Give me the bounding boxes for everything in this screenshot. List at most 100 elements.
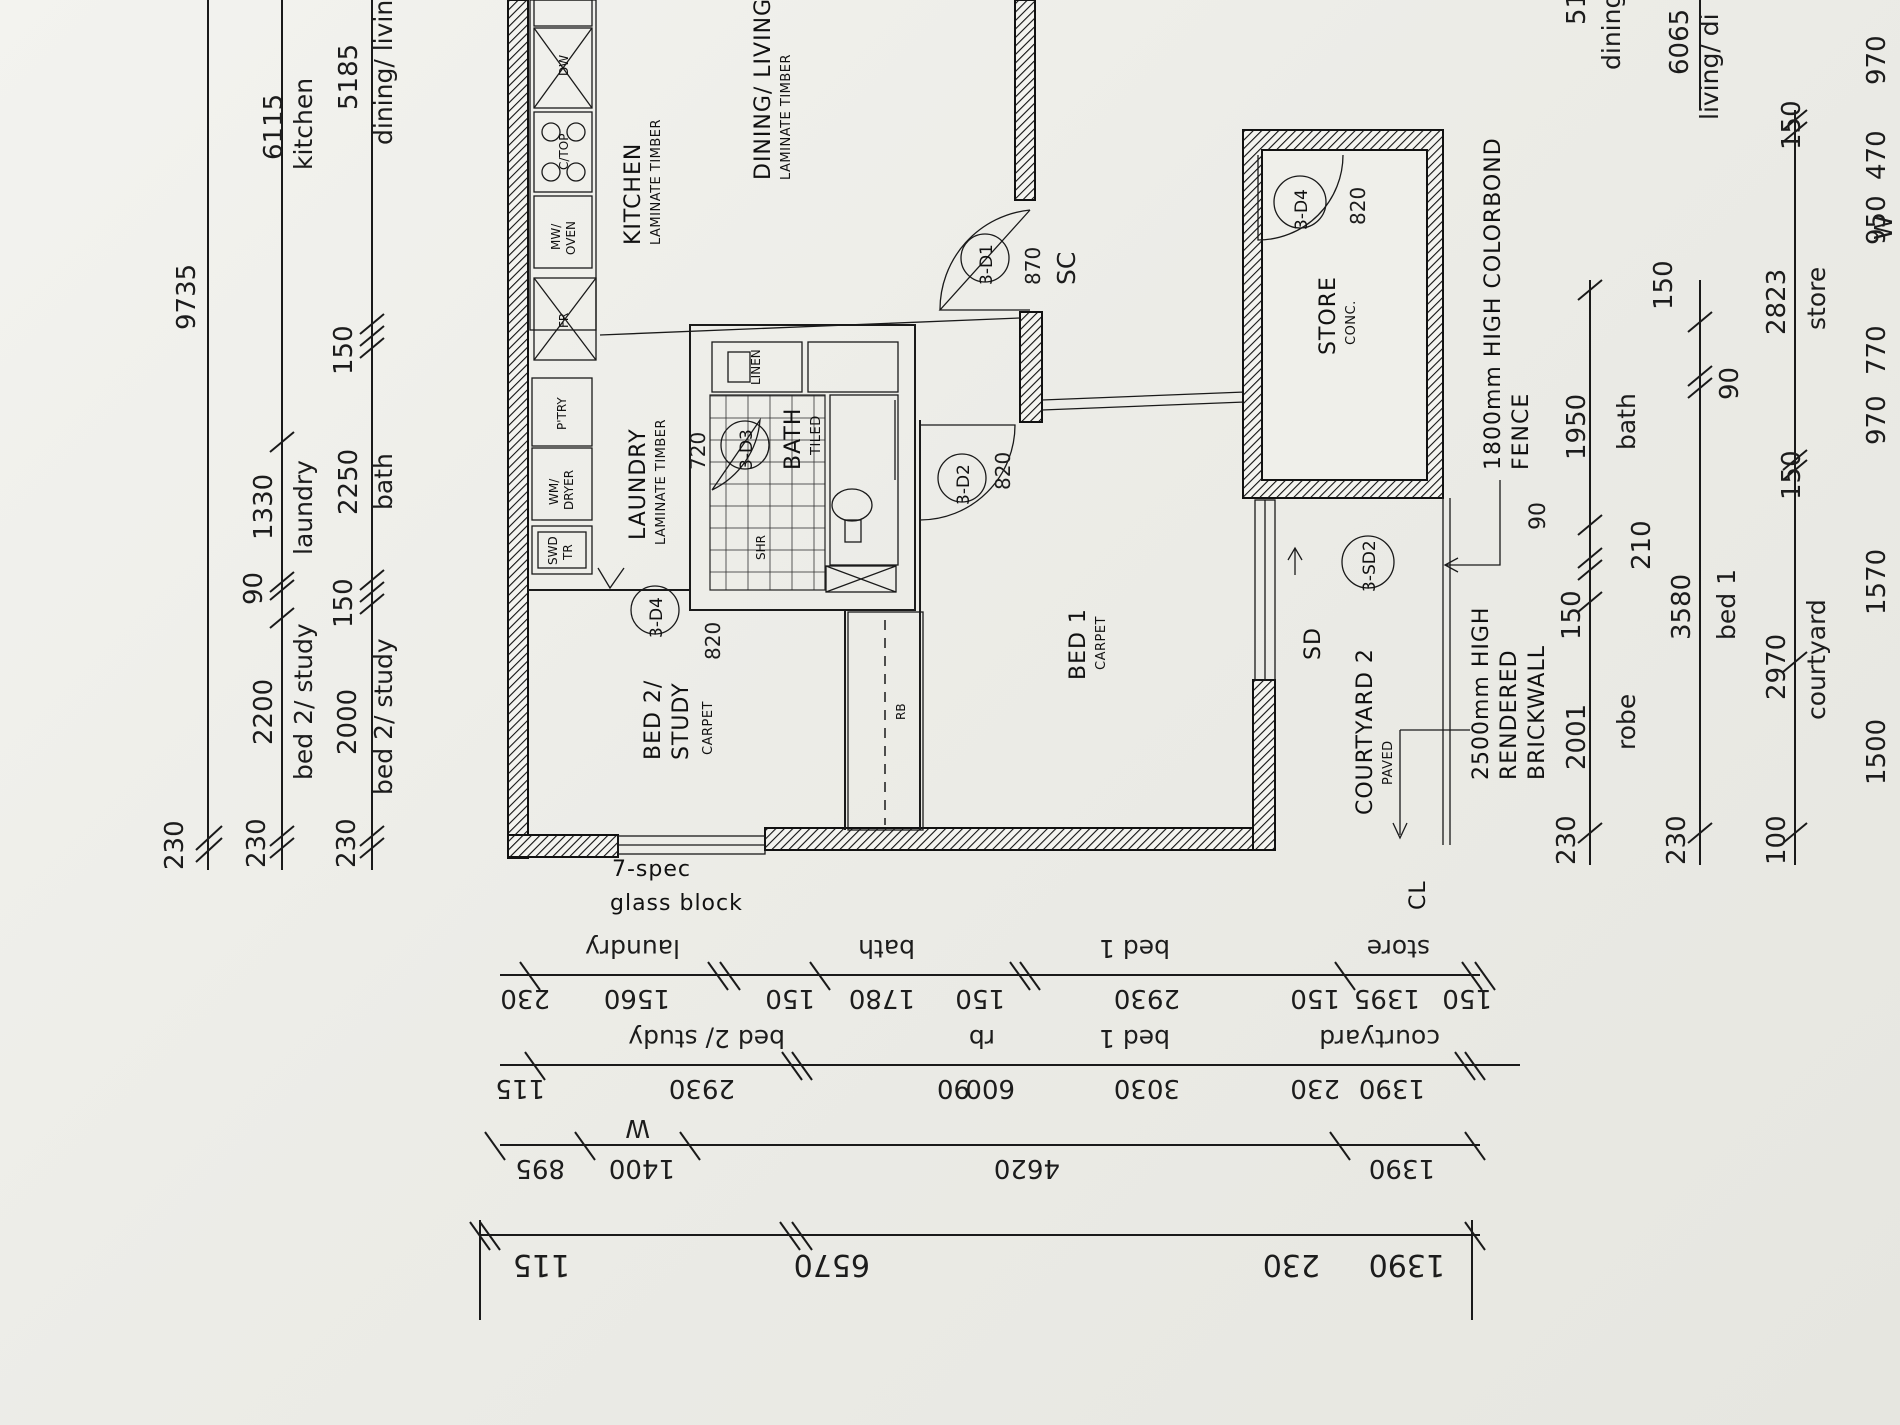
r1-room-robe: robe [1612, 694, 1641, 750]
dining-east-wall-top [1014, 0, 1036, 201]
door-d4-store-width: 820 [1346, 187, 1370, 225]
washer-dryer [531, 447, 593, 521]
r2-room-living: living/ di [1695, 13, 1724, 120]
b1-230: 230 [500, 983, 550, 1013]
door-tag-d4-bed [630, 585, 680, 635]
b4-1390: 1390 [1369, 1247, 1445, 1282]
r2-150: 150 [1649, 260, 1679, 310]
door-d2-label: 3-D2 [954, 464, 974, 505]
left-wall [507, 0, 529, 859]
bed2-room-name-2: STUDY [669, 682, 694, 760]
bath-room-finish: TILED [809, 415, 824, 456]
b2-room-courtyard: courtyard [1319, 1024, 1440, 1053]
glass-block-note-1: 7-spec [612, 857, 691, 882]
bathroom-outline [689, 324, 916, 611]
b2-1390: 1390 [1359, 1073, 1425, 1103]
door-sd2-label: 3-SD2 [1360, 540, 1380, 592]
b1-room-store: store [1367, 934, 1430, 963]
plan-drawing: C/TOP DW MW/ OVEN FR P'TRY WM/ DRYER SWD… [507, 0, 1551, 916]
r2-90: 90 [1715, 367, 1745, 400]
bed1-door-swing [919, 424, 1016, 521]
bathtub [829, 394, 899, 566]
r3-470: 470 [1862, 130, 1892, 180]
r1-150: 150 [1557, 590, 1587, 640]
store-room-finish: CONC. [1344, 300, 1359, 345]
r3-1500: 1500 [1862, 719, 1892, 785]
bed2-room-name-1: BED 2/ [641, 680, 666, 760]
r1-210: 210 [1627, 520, 1657, 570]
fence-dim-90: 90 [1526, 502, 1551, 530]
courtyard-room-name: COURTYARD 2 [1353, 648, 1378, 815]
r2-room-bed1: bed 1 [1712, 569, 1741, 640]
b1-1395: 1395 [1354, 983, 1420, 1013]
b3-room-w: W [625, 1114, 650, 1143]
wm-dryer-label-1: WM/ [547, 478, 561, 505]
room-label-dining-living-a: dining/ living [369, 0, 398, 145]
b2-600: 600 [965, 1073, 1015, 1103]
toilet [831, 488, 873, 522]
dim-row3-150-b: 150 [329, 325, 359, 375]
bed1-east-wall [1252, 679, 1276, 851]
r1-room-bath: bath [1612, 393, 1641, 450]
cooktop-label: C/TOP [557, 134, 571, 170]
b4-6570: 6570 [794, 1247, 870, 1282]
dim-row2-230: 230 [242, 818, 272, 868]
room-label-kitchen-a: kitchen [289, 78, 318, 170]
laundry-trough [531, 525, 593, 575]
room-label-bed2-study-a: bed 2/ study [289, 623, 318, 780]
sc-label: SC [1052, 252, 1081, 285]
dim-row3-2000: 2000 [333, 689, 363, 755]
r3-950: 950 [1862, 195, 1892, 245]
pantry-label: P'TRY [555, 397, 569, 430]
robe [847, 611, 924, 831]
r1-230: 230 [1552, 815, 1582, 865]
bed2-room-finish: CARPET [701, 701, 716, 755]
b2-2930: 2930 [669, 1073, 735, 1103]
b3-895: 895 [515, 1153, 565, 1183]
r3-2970: 2970 [1762, 634, 1792, 700]
bottom-dimension-strip: 150 1395 150 2930 150 1780 150 1560 230 … [469, 934, 1520, 1320]
r2-6065: 6065 [1665, 9, 1695, 75]
kitchen-bench [529, 0, 597, 331]
b4-230: 230 [1263, 1247, 1320, 1282]
b2-90: 90 [937, 1073, 970, 1103]
bath-room-name: BATH [781, 408, 806, 470]
b1-150-a: 150 [1442, 983, 1492, 1013]
brickwall-note-line3: BRICKWALL [1525, 645, 1550, 780]
door-d4-bed-label: 3-D4 [647, 597, 667, 638]
dining-room-name: DINING/ LIVING [751, 0, 776, 180]
door-d1-width: 870 [1021, 247, 1045, 285]
b2-room-bed2: bed 2/ study [628, 1024, 785, 1053]
r3-970-b: 970 [1862, 35, 1892, 85]
brickwall-note-line2: RENDERED [1497, 649, 1522, 780]
fridge [533, 277, 597, 361]
dim-row3-5185: 5185 [334, 44, 364, 110]
b1-2930: 2930 [1114, 983, 1180, 1013]
right-dimension-strip: 230 2001 150 210 1950 51 robe bath dinin… [1552, 0, 1898, 865]
r3-room-store: store [1802, 267, 1831, 330]
laundry-room-finish: LAMINATE TIMBER [654, 419, 669, 545]
brickwall-note-line1: 2500mm HIGH [1469, 607, 1494, 780]
b3-1390: 1390 [1369, 1153, 1435, 1183]
b2-3030: 3030 [1114, 1073, 1180, 1103]
dim-row3-2250: 2250 [334, 449, 364, 515]
glass-block-note-2: glass block [610, 891, 743, 916]
shower-label: SHR [754, 535, 768, 560]
b3-1400: 1400 [609, 1153, 675, 1183]
mw-oven-label-1: MW/ [549, 223, 563, 250]
robe-label: RB [894, 703, 908, 720]
sink [533, 0, 593, 27]
r1-1950: 1950 [1562, 394, 1592, 460]
kitchen-room-name: KITCHEN [621, 143, 646, 245]
r1-51: 51 [1562, 0, 1592, 25]
fence-note-line1: 1800mm HIGH COLORBOND [1481, 137, 1506, 470]
door-tag-d4-store [1273, 175, 1327, 229]
r3-room-courtyard: courtyard [1802, 599, 1831, 720]
store-room-name: STORE [1316, 276, 1341, 355]
door-d2-width: 820 [991, 452, 1015, 490]
bath-vanity [807, 341, 899, 393]
trough-label-1: SWD [546, 536, 560, 565]
b1-room-bed1: bed 1 [1099, 934, 1170, 963]
r3-room-w: W [1869, 215, 1898, 240]
